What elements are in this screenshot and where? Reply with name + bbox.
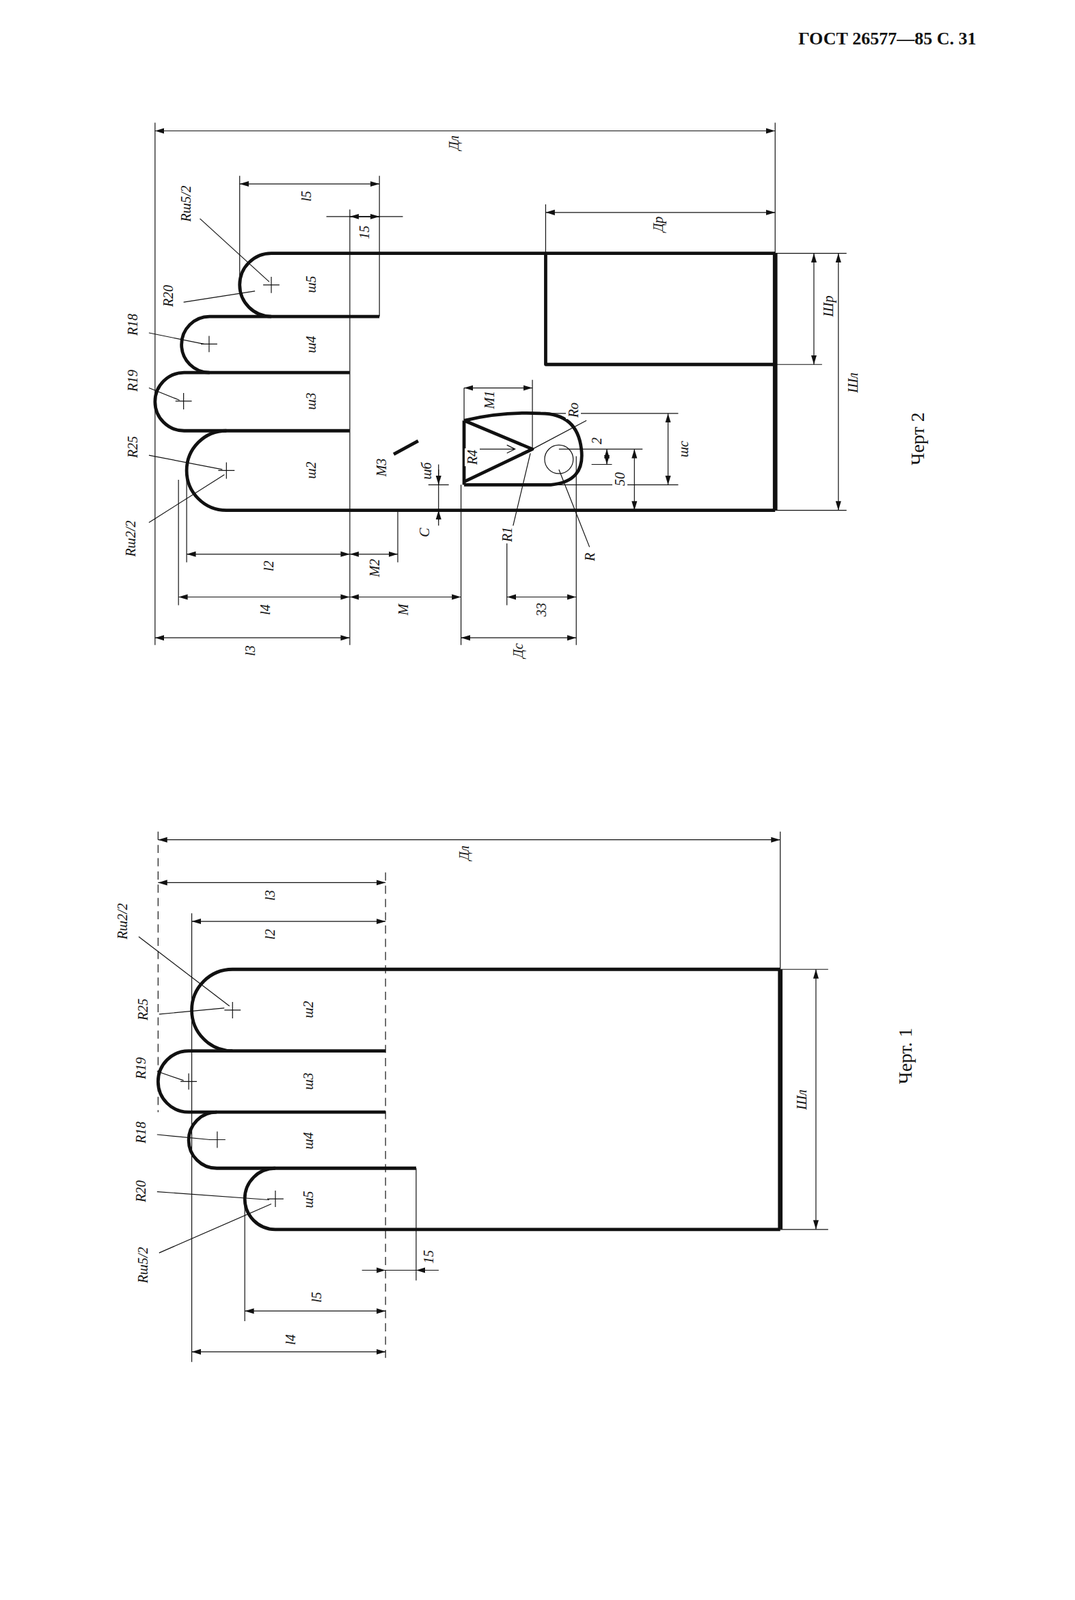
dimension-label: 15 bbox=[420, 1248, 437, 1265]
dimension-label: 50 bbox=[612, 470, 628, 488]
dimension-label: R18 bbox=[125, 311, 141, 337]
drawing-1 bbox=[138, 831, 829, 1363]
dimension-label: Шр bbox=[820, 293, 836, 318]
dimension-label: l2 bbox=[261, 559, 277, 574]
dimension-label: R25 bbox=[125, 434, 141, 460]
dimension-label: ш3 bbox=[303, 390, 319, 411]
dimension-label: 2 bbox=[589, 436, 605, 446]
dimension-label: Rш5/2 bbox=[135, 1245, 151, 1285]
dimension-label: R19 bbox=[125, 368, 141, 393]
dimension-label: 33 bbox=[533, 601, 549, 618]
dimension-label: R20 bbox=[133, 1178, 149, 1204]
dimension-label: R20 bbox=[160, 283, 176, 309]
dimension-label: M bbox=[395, 602, 411, 618]
dimension-label: R1 bbox=[499, 525, 515, 544]
dimension-label: Дл bbox=[456, 844, 472, 862]
dimension-label: R19 bbox=[133, 1055, 149, 1080]
dimension-label: ш4 bbox=[303, 334, 319, 355]
dimension-label: l5 bbox=[298, 189, 314, 203]
dimension-label: Др bbox=[650, 215, 666, 234]
dimension-label: ш2 bbox=[300, 999, 316, 1020]
dimension-label: C bbox=[416, 526, 432, 538]
dimension-label: l3 bbox=[262, 889, 278, 903]
dimension-label: ш5 bbox=[303, 274, 319, 295]
dimension-label: M1 bbox=[481, 389, 497, 411]
dimension-label: Rш2/2 bbox=[123, 519, 139, 559]
dimension-label: l3 bbox=[242, 643, 258, 658]
dimension-label: R18 bbox=[133, 1119, 149, 1145]
dimension-label: R25 bbox=[135, 997, 151, 1022]
dimension-label: Дл bbox=[446, 133, 462, 152]
drawing-2 bbox=[148, 123, 847, 646]
figure-caption: Черт. 1 bbox=[895, 1025, 916, 1085]
dimension-label: Шл bbox=[794, 1087, 810, 1112]
dimension-label: ш5 bbox=[300, 1189, 316, 1210]
dimension-label: l2 bbox=[262, 927, 278, 942]
dimension-label: R4 bbox=[464, 447, 480, 466]
dimension-label: R bbox=[582, 551, 598, 563]
dimension-label: ш3 bbox=[300, 1070, 316, 1091]
page-header: ГОСТ 26577—85 С. 31 bbox=[796, 29, 978, 49]
dimension-label: Rо bbox=[565, 401, 581, 419]
dimension-label: l4 bbox=[257, 603, 273, 618]
dimension-label: M3 bbox=[373, 456, 389, 478]
dimension-label: l5 bbox=[308, 1290, 324, 1305]
dimension-label: Rш5/2 bbox=[178, 184, 194, 224]
dimension-label: M2 bbox=[366, 557, 383, 579]
dimension-label: l4 bbox=[282, 1332, 298, 1347]
dimension-label: шс bbox=[675, 439, 691, 459]
dimension-label: Дс bbox=[510, 641, 526, 660]
dimension-label: Шл bbox=[845, 371, 861, 395]
dimension-label: 15 bbox=[356, 224, 372, 241]
dimension-label: ш4 bbox=[300, 1130, 316, 1151]
dimension-label: Rш2/2 bbox=[114, 901, 130, 941]
dimension-label: шб bbox=[418, 461, 434, 482]
figure-caption: Черт 2 bbox=[907, 410, 929, 467]
dimension-label: ш2 bbox=[303, 459, 319, 480]
